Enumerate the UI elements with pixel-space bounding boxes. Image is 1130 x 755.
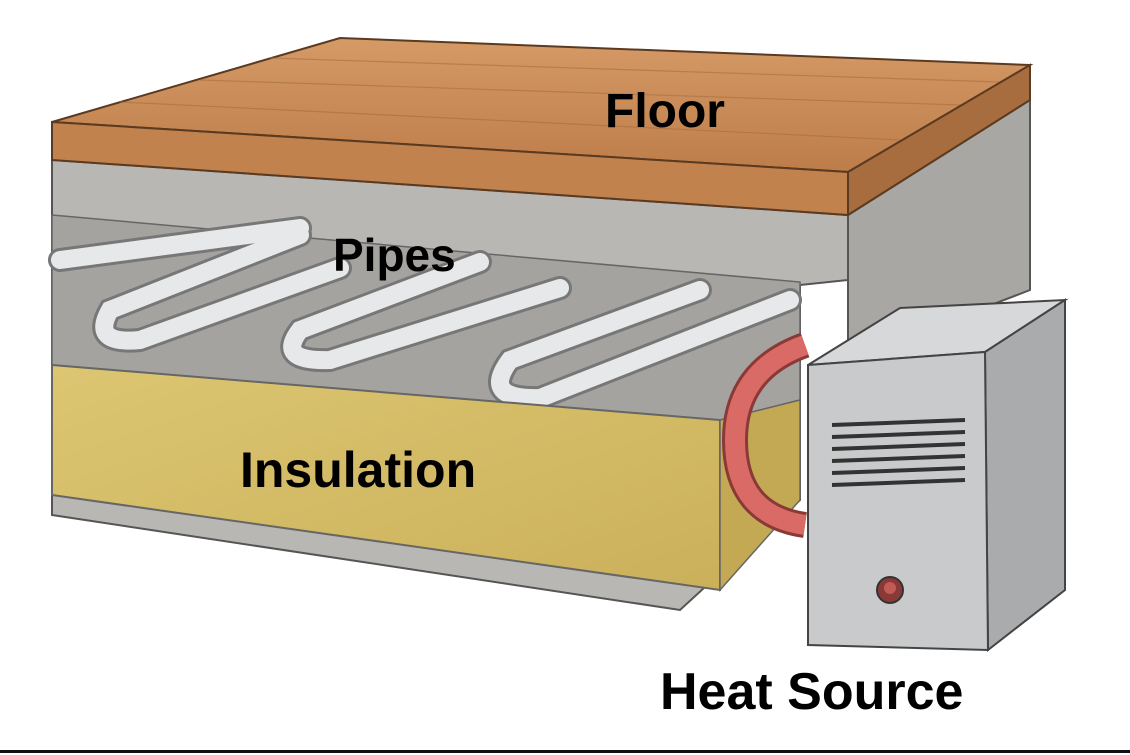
heating-pipes — [48, 216, 802, 411]
label-floor: Floor — [605, 85, 725, 138]
vent-grille-icon — [831, 418, 966, 487]
floor-side-edge — [847, 63, 1031, 217]
label-heat-source: Heat Source — [660, 663, 964, 721]
label-pipes: Pipes — [333, 229, 456, 281]
heater-front — [807, 350, 990, 652]
wood-grain — [119, 57, 1001, 141]
label-insulation: Insulation — [240, 442, 477, 498]
heater-side — [983, 298, 1066, 653]
bottom-border — [0, 750, 1130, 753]
